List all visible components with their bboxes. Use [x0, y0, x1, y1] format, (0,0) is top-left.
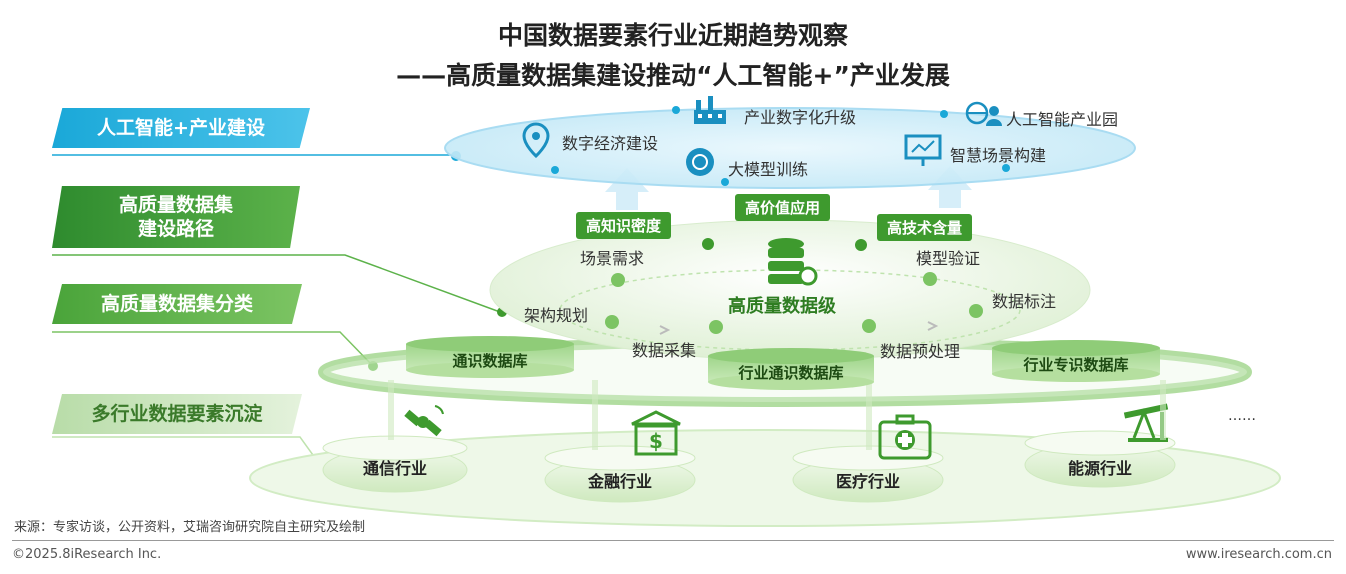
label-high-quality-dataset-level: 高质量数据级: [728, 296, 836, 317]
step-data-collection: 数据采集: [632, 341, 697, 360]
step-pins: [605, 272, 983, 334]
top-dots: [551, 106, 1010, 186]
copyright: ©2025.8iResearch Inc.: [12, 547, 162, 562]
badge-high-knowledge-density: 高知识密度: [576, 212, 672, 239]
location-pin-icon: [522, 122, 550, 159]
medical-kit-icon: [878, 414, 932, 460]
library-industry-specialized: 行业专识数据库: [1023, 356, 1129, 374]
tag-ai-industry: 人工智能+产业建设: [52, 108, 310, 148]
label-digital-economy: 数字经济建设: [562, 134, 659, 153]
industry-energy: 能源行业: [1067, 459, 1132, 478]
svg-text:$: $: [649, 429, 663, 453]
industry-telecom: 通信行业: [362, 459, 427, 478]
step-architecture-planning: 架构规划: [524, 306, 589, 325]
page-title: 中国数据要素行业近期趋势观察: [497, 21, 848, 50]
footer-divider: [12, 540, 1334, 541]
bottom-platform: [249, 429, 1281, 527]
bank-icon: $: [631, 410, 681, 456]
presentation-icon: [904, 134, 942, 166]
globe-user-icon: [965, 101, 1002, 126]
source-note: 来源：专家访谈，公开资料，艾瑞咨询研究院自主研究及绘制: [14, 520, 366, 535]
tag-multi-industry: 多行业数据要素沉淀: [52, 394, 302, 434]
badge-high-tech-content: 高技术含量: [877, 214, 973, 241]
satellite-icon: [404, 405, 444, 437]
label-ai-industrial-park: 人工智能产业园: [1006, 110, 1119, 129]
factory-icon: [694, 96, 726, 124]
library-general: 通识数据库: [452, 352, 528, 370]
step-model-validation: 模型验证: [916, 249, 981, 268]
industry-finance: 金融行业: [587, 472, 652, 491]
industry-cylinders: [322, 430, 1176, 503]
library-cylinders: [406, 336, 1160, 390]
step-dots: [702, 238, 867, 251]
step-scenario-demand: 场景需求: [580, 249, 645, 268]
step-data-annotation: 数据标注: [992, 292, 1057, 311]
label-large-model-training: 大模型训练: [728, 160, 809, 179]
database-icon: [768, 238, 818, 286]
top-disc: [445, 108, 1135, 188]
industry-medical: 医疗行业: [835, 472, 900, 491]
connector-multi: [52, 436, 319, 463]
label-industry-digital-upgrade: 产业数字化升级: [744, 108, 857, 127]
step-data-preprocessing: 数据预处理: [880, 342, 961, 361]
badge-high-value-application: 高价值应用: [735, 194, 831, 221]
tag-dataset-classification: 高质量数据集分类: [52, 284, 302, 324]
up-arrows: [605, 166, 972, 210]
chevron-arrows: [659, 321, 939, 335]
page-subtitle: ——高质量数据集建设推动“人工智能+”产业发展: [396, 61, 950, 90]
connector-path: [52, 254, 501, 313]
library-industry-general: 行业通识数据库: [738, 364, 844, 382]
website-link[interactable]: www.iresearch.com.cn: [1185, 547, 1332, 562]
more-ellipsis: ……: [1228, 408, 1256, 424]
connector-cls: [52, 331, 373, 366]
ai-brain-icon: [686, 148, 714, 176]
tag-dataset-path: 高质量数据集 建设路径: [52, 186, 300, 248]
label-smart-scenario: 智慧场景构建: [950, 146, 1047, 165]
pillars: [388, 380, 1166, 450]
